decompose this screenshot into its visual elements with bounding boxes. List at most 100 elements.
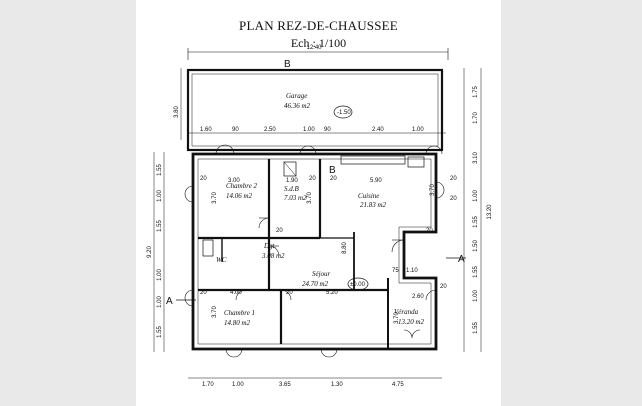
dim-left-6: 1.55 [157, 326, 163, 338]
garage-walls [186, 68, 444, 152]
dim-inner-14: 3.70 [394, 312, 400, 324]
dim-inner-15: 20 [309, 176, 316, 182]
dim-left-4: 1.00 [157, 269, 163, 281]
dim-inner-23: 20 [440, 284, 447, 290]
dim-top-4: 1.00 [303, 127, 315, 133]
dim-top-1: 1.60 [200, 127, 212, 133]
dim-inner-12: 75 [392, 268, 399, 274]
dim-inner-11: 1.10 [406, 268, 418, 274]
section-mark-a-right: A [458, 254, 465, 265]
section-mark-a-left: A [166, 296, 173, 307]
window-chambre2-west [184, 185, 194, 203]
room-area-garage: 46.36 m2 [284, 102, 311, 110]
dim-inner-18: 20 [200, 290, 207, 296]
drawing-sheet: PLAN REZ-DE-CHAUSSEE Ech : 1/100 [136, 0, 501, 406]
level-circle-sejour [347, 277, 369, 291]
dim-right-8: 1.00 [473, 290, 479, 302]
window-veranda [403, 329, 421, 339]
wc-bowl [202, 239, 214, 257]
dim-inner-20: 20 [450, 176, 457, 182]
dim-right-total: 13.20 [487, 204, 493, 220]
room-area-dgt: 3.08 m2 [261, 252, 285, 260]
room-name-dgt: Dgt. [263, 242, 277, 250]
room-area-sdb: 7.03 m2 [284, 194, 307, 202]
door-cuisine [391, 239, 405, 253]
dim-left-5: 1.00 [157, 296, 163, 308]
dim-inner-19: 20 [286, 290, 293, 296]
dim-inner-4: 3.70 [212, 192, 218, 204]
door-veranda [425, 289, 437, 301]
house-outer-walls [191, 152, 438, 351]
room-name-veranda: Véranda [394, 308, 419, 316]
room-area-sejour: 24.70 m2 [302, 280, 329, 288]
level-circle-garage [333, 105, 353, 119]
dim-top-6: 2.40 [372, 127, 384, 133]
dim-inner-21: 20 [450, 196, 457, 202]
dim-top-2: 90 [232, 127, 239, 133]
dim-inner-7: 3.70 [430, 184, 436, 196]
dim-right-7: 1.55 [473, 266, 479, 278]
dim-inner-8: 4.00 [230, 290, 242, 296]
section-mark-b-mid: B [329, 165, 336, 176]
dim-inner-6: 8.80 [342, 242, 348, 254]
dim-left-2: 1.00 [157, 190, 163, 202]
section-mark-b-top: B [284, 59, 291, 70]
level-sejour: ±0.00 [350, 282, 366, 288]
room-area-cuisine: 21.83 m2 [360, 201, 387, 209]
door-chambre2 [258, 217, 270, 229]
window-cuisine [425, 145, 443, 155]
dim-inner-24: 20 [276, 228, 283, 234]
room-area-chambre1: 14.80 m2 [224, 319, 251, 327]
room-name-garage: Garage [286, 92, 307, 100]
dim-garage-height: 3.80 [174, 106, 180, 118]
dim-right-5: 1.55 [473, 216, 479, 228]
window-cuisine-east [435, 181, 445, 199]
dim-right-3: 3.10 [473, 152, 479, 164]
dim-top-3: 2.50 [264, 127, 276, 133]
room-name-chambre2: Chambre 2 [226, 182, 258, 190]
dim-left-1: 1.55 [157, 164, 163, 176]
dim-inner-5: 3.70 [307, 192, 313, 204]
dim-inner-10: 3.70 [212, 306, 218, 318]
floor-plan: 12.40 1.60 90 2.50 1.00 90 2.40 1.00 1.7… [147, 45, 493, 388]
door-sejour-south [320, 348, 338, 358]
dim-bottom-2: 1.00 [232, 382, 244, 388]
dim-bottom-4: 1.30 [331, 382, 343, 388]
kitchen-sink [407, 156, 425, 168]
room-name-chambre1: Chambre 1 [224, 309, 255, 317]
dim-bottom-5: 4.75 [392, 382, 404, 388]
dim-inner-9: 5.20 [326, 290, 338, 296]
dim-right-9: 1.55 [473, 322, 479, 334]
dim-inner-3: 5.90 [370, 178, 382, 184]
room-area-chambre2: 14.06 m2 [226, 192, 253, 200]
room-name-sejour: Séjour [312, 270, 331, 278]
room-name-sdb: S.d.B [284, 185, 300, 193]
dim-inner-2: 1.90 [286, 178, 298, 184]
dim-bottom-1: 1.70 [202, 382, 214, 388]
dim-inner-16: 20 [330, 176, 337, 182]
window-chambre1-south [225, 348, 243, 358]
dim-left-total: 9.20 [147, 246, 153, 258]
window-sdb [299, 145, 317, 155]
dim-inner-22: 20 [426, 228, 433, 234]
plan-scale: Ech : 1/100 [290, 36, 347, 50]
window-chambre1-west [184, 289, 194, 307]
dim-bottom-3: 3.65 [279, 382, 291, 388]
dim-right-4: 1.00 [473, 190, 479, 202]
dim-inner-1: 3.00 [228, 178, 240, 184]
dim-inner-13: 2.60 [412, 294, 424, 300]
room-name-cuisine: Cuisine [358, 192, 379, 200]
level-garage: -1.50 [337, 110, 351, 116]
dim-inner-17: 20 [200, 176, 207, 182]
dim-right-2: 1.70 [473, 112, 479, 124]
dim-left-3: 1.55 [157, 220, 163, 232]
plan-title: PLAN REZ-DE-CHAUSSEE [239, 18, 398, 33]
dim-right-6: 1.50 [473, 240, 479, 252]
dim-top-total: 12.40 [306, 45, 322, 51]
dim-top-5: 90 [324, 127, 331, 133]
dim-right-1: 1.75 [473, 86, 479, 98]
room-name-wc: WC [216, 256, 227, 264]
dim-top-7: 1.00 [412, 127, 424, 133]
kitchen-counter [340, 155, 406, 165]
bathtub [283, 161, 297, 177]
